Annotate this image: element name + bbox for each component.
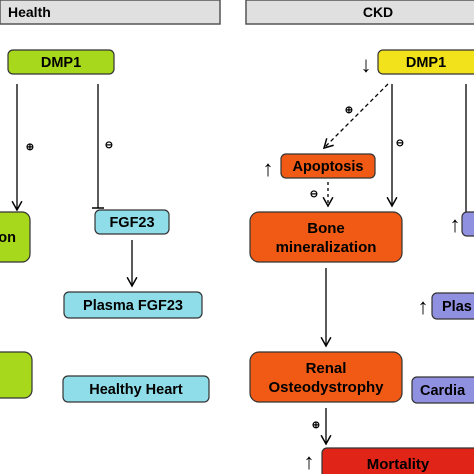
ckd-apoptosis-node: Apoptosis xyxy=(280,153,376,179)
ckd-right-up-arrow: ↑ xyxy=(450,212,461,237)
ckd-plasma-partial-label: Plas xyxy=(442,299,472,315)
health-left-node: on xyxy=(0,211,31,263)
health-fgf23-node: FGF23 xyxy=(94,209,170,235)
ckd-mortality-label: Mortality xyxy=(367,456,430,473)
ckd-plasma-partial-node: Plas xyxy=(431,292,474,320)
ckd-bone-mineralization-node: Bone mineralization xyxy=(249,211,403,263)
ckd-renal-label-line1: Renal xyxy=(306,360,347,377)
ckd-plus-symbol-1: ⊕ xyxy=(345,105,353,116)
ckd-renal-label-line2: Osteodystrophy xyxy=(268,379,384,396)
ckd-mortality-node: Mortality xyxy=(321,447,474,474)
ckd-renal-node: Renal Osteodystrophy xyxy=(249,351,403,403)
ckd-minus-symbol-2: ⊖ xyxy=(310,189,318,200)
ckd-header: CKD xyxy=(245,0,474,25)
health-left-label: on xyxy=(0,230,16,246)
ckd-bone-label-line2: mineralization xyxy=(276,239,377,256)
ckd-mortality-up-arrow: ↑ xyxy=(304,449,315,474)
ckd-plus-symbol-2: ⊕ xyxy=(312,420,320,431)
ckd-dmp1-node: DMP1 xyxy=(377,49,474,75)
ckd-right-partial-node xyxy=(461,211,474,237)
health-title: Health xyxy=(8,4,51,20)
health-minus-symbol: ⊖ xyxy=(105,140,113,151)
ckd-apoptosis-label: Apoptosis xyxy=(293,159,364,175)
health-plasma-fgf23-node: Plasma FGF23 xyxy=(63,291,203,319)
ckd-dmp1-down-arrow: ↓ xyxy=(361,52,372,77)
ckd-cardia-partial-node: Cardia xyxy=(411,376,474,404)
health-dmp1-node: DMP1 xyxy=(7,49,115,75)
health-healthy-heart-label: Healthy Heart xyxy=(89,382,183,398)
ckd-title: CKD xyxy=(363,4,393,20)
health-dmp1-label: DMP1 xyxy=(41,55,81,71)
ckd-minus-symbol-1: ⊖ xyxy=(396,138,404,149)
health-plasma-fgf23-label: Plasma FGF23 xyxy=(83,298,183,314)
health-plus-symbol: ⊕ xyxy=(26,142,34,153)
health-left-node-2 xyxy=(0,351,33,399)
ckd-dmp1-to-apoptosis-arrow xyxy=(322,83,389,150)
ckd-apoptosis-up-arrow: ↑ xyxy=(263,156,274,181)
ckd-dmp1-label: DMP1 xyxy=(406,55,446,71)
health-healthy-heart-node: Healthy Heart xyxy=(62,375,210,403)
ckd-plasma-up-arrow: ↑ xyxy=(418,294,429,319)
ckd-cardia-partial-label: Cardia xyxy=(420,383,466,399)
health-fgf23-label: FGF23 xyxy=(109,215,154,231)
health-header: Health xyxy=(0,0,221,25)
ckd-bone-label-line1: Bone xyxy=(307,220,345,237)
